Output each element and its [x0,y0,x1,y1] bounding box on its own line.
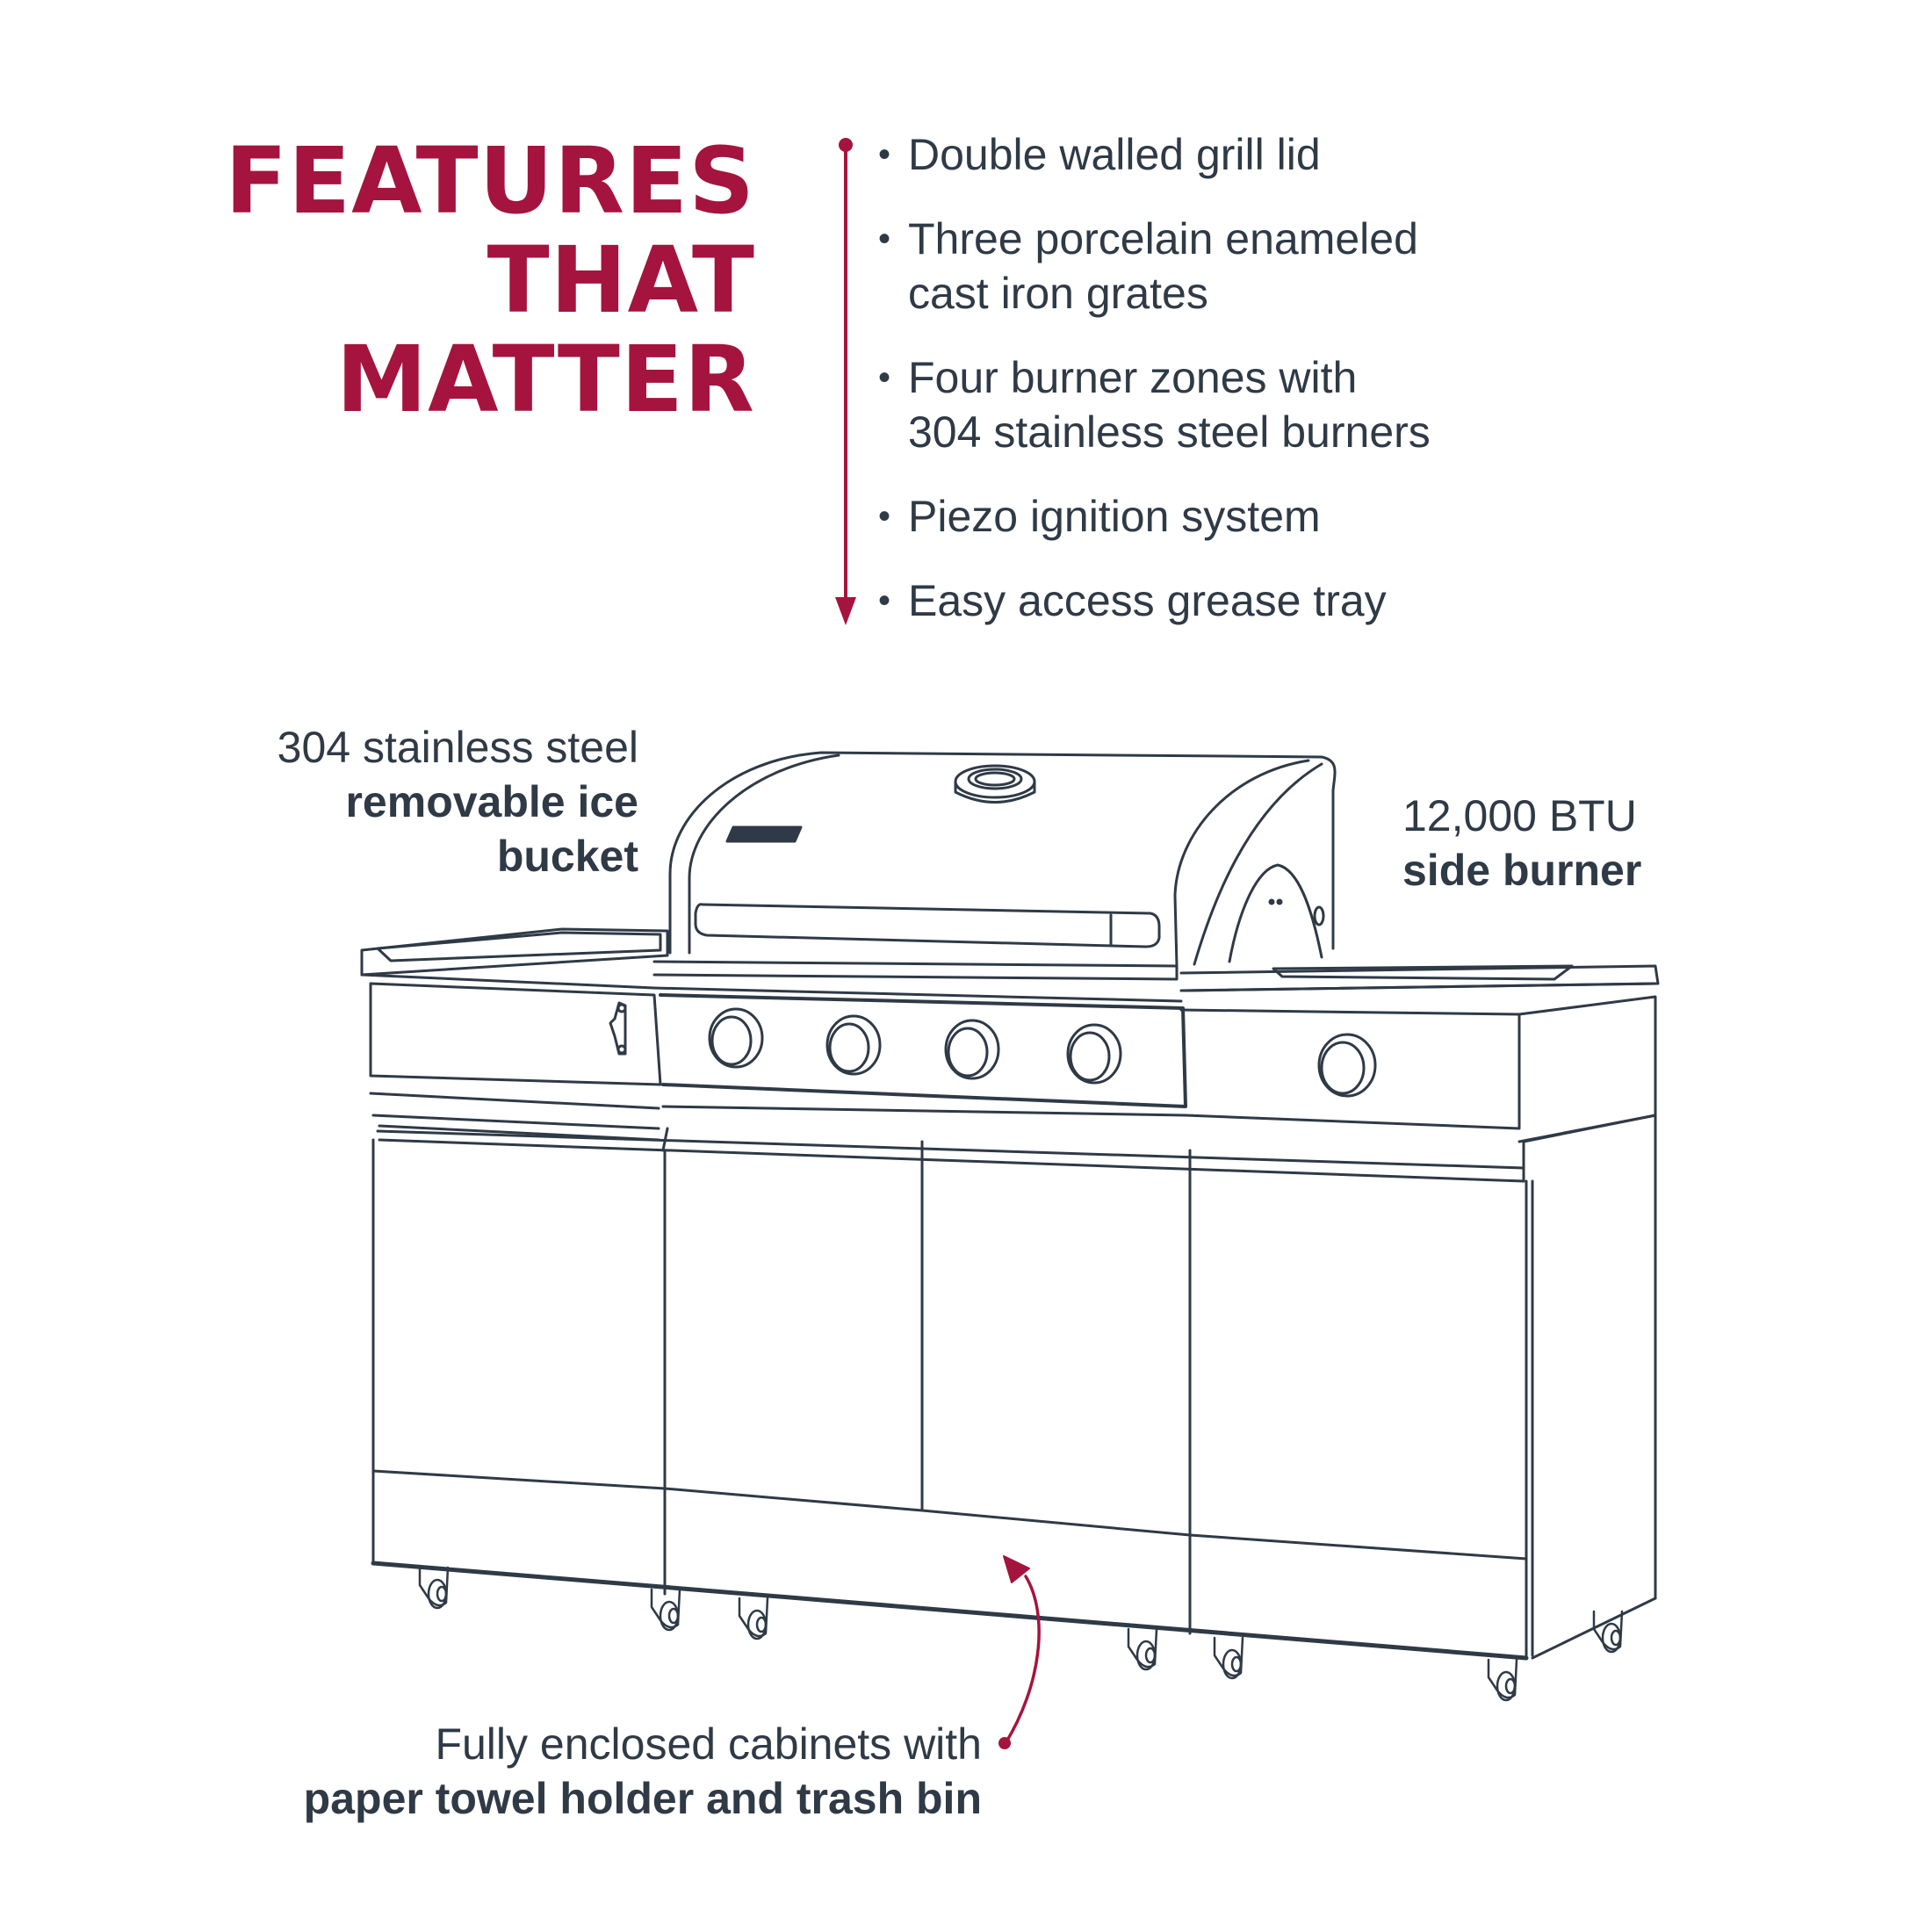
cabinet-base [371,1561,1529,1661]
bullet-icon: • [878,220,891,258]
brand-logo-icon [725,825,803,843]
bullet-icon: • [878,581,891,620]
burner-knob-3 [944,1019,1000,1080]
cabinets-callout-regular: Fully enclosed cabinets with [435,1719,982,1769]
control-panel [652,960,1660,1143]
cabinet-callout-arrow-icon [998,1555,1041,1749]
side-burner-callout-bold: side burner [1402,846,1642,895]
side-burner-callout-regular: 12,000 BTU [1402,791,1637,840]
feature-text: Double walled grill lid [908,130,1321,179]
cabinets-callout: Fully enclosed cabinets with paper towel… [304,1717,982,1826]
burner-knobs [708,1007,1377,1098]
door-trim [376,1114,1657,1183]
left-counter [360,927,669,1142]
cabinets-callout-bold: paper towel holder and trash bin [303,1774,982,1823]
side-burner-knob [1317,1033,1377,1098]
caster-wheel-icon [1592,1610,1624,1654]
caster-wheel-icon [418,1566,450,1610]
burner-knob-2 [825,1014,882,1076]
feature-item-grease-tray: • Easy access grease tray [878,573,1431,628]
feature-text: Piezo ignition system [908,492,1321,541]
caster-wheel-icon [1127,1627,1158,1671]
ice-bucket-callout-regular: 304 stainless steel [277,723,638,772]
bullet-icon: • [878,135,891,174]
title-line-2: THAT [487,227,755,334]
ice-bucket-callout-bold-1: removable ice [345,777,638,826]
bullet-icon: • [878,497,891,536]
caster-wheel-icon [650,1588,681,1632]
feature-item-piezo-ignition: • Piezo ignition system [878,489,1431,544]
ice-bucket-callout-bold-2: bucket [496,832,638,881]
ice-bucket-callout: 304 stainless steel removable ice bucket [278,720,638,883]
feature-text: Four burner zones with [908,353,1358,402]
timeline-arrow-icon [835,138,856,625]
cabinet-doors [371,1114,1657,1661]
caster-wheel-icon [1487,1658,1518,1702]
feature-text: cast iron grates [908,269,1208,318]
caster-wheel-icon [1213,1636,1244,1680]
feature-item-burner-zones: • Four burner zones with 304 stainless s… [878,350,1431,459]
title-line-1: FEATURES [225,127,755,234]
side-burner-callout: 12,000 BTU side burner [1402,789,1641,898]
caster-wheel-icon [738,1597,769,1640]
bottle-opener-icon [609,1001,627,1056]
features-list: • Double walled grill lid • Three porcel… [878,127,1431,658]
feature-item-double-walled-lid: • Double walled grill lid [878,127,1431,182]
burner-knob-1 [708,1007,764,1069]
grill-lid [668,751,1337,968]
title-line-3: MATTER [335,326,755,433]
burner-knob-4 [1066,1023,1122,1085]
feature-text: 304 stainless steel burners [908,407,1431,457]
feature-text: Three porcelain enameled [908,214,1418,263]
feature-item-cast-iron-grates: • Three porcelain enameled cast iron gra… [878,212,1431,321]
lid-handle [694,903,1161,948]
page-title: FEATURES THAT MATTER [225,132,755,429]
caster-wheels [418,1566,1624,1702]
feature-text: Easy access grease tray [908,576,1387,625]
bullet-icon: • [878,358,891,397]
